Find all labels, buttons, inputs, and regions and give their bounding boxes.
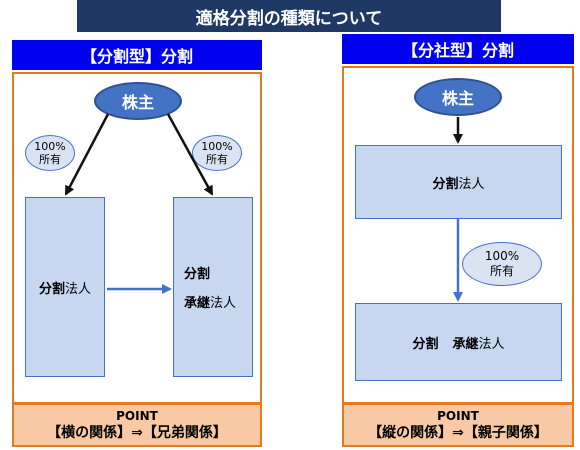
- right-point-text: 【縦の関係】⇒【親子関係】: [368, 424, 548, 441]
- left-ownership-label-left: 100% 所有: [25, 135, 75, 171]
- left-panel-header: 【分割型】分割: [12, 40, 262, 70]
- right-panel-header: 【分社型】分割: [342, 34, 574, 64]
- left-point-text: 【横の関係】⇒【兄弟関係】: [47, 424, 227, 441]
- corp-label-part1: 分割: [38, 281, 65, 297]
- right-ownership-label: 100% 所有: [462, 242, 542, 286]
- corp-label-part3: 法人: [478, 336, 505, 352]
- page-title: 適格分割の種類について: [77, 0, 501, 32]
- right-successor-corporation: 分割 承継 法人: [355, 303, 562, 381]
- ownership-text: 所有: [39, 153, 61, 166]
- ownership-text: 所有: [489, 264, 514, 278]
- right-point-title: POINT: [437, 408, 479, 423]
- ownership-percent: 100%: [201, 140, 233, 153]
- left-successor-corporation: 分割 承継法人: [173, 197, 253, 377]
- left-point-title: POINT: [116, 408, 158, 423]
- corp-label-part1: 分割: [432, 176, 459, 192]
- left-ownership-arrow-right: [166, 113, 214, 196]
- corp-label-line2b: 法人: [210, 296, 237, 311]
- left-split-corporation: 分割 法人: [25, 197, 105, 377]
- left-shareholder-node: 株主: [94, 82, 182, 120]
- corp-label-part2: 法人: [65, 281, 92, 297]
- right-point-box: POINT 【縦の関係】⇒【親子関係】: [342, 403, 574, 447]
- corp-label-line2a: 承継: [184, 296, 211, 311]
- ownership-text: 所有: [206, 153, 228, 166]
- right-split-corporation: 分割 法人: [355, 145, 562, 219]
- corp-label-part2: 法人: [458, 176, 485, 192]
- corp-label-part2: 承継: [452, 336, 479, 352]
- corp-label-part1: 分割: [412, 336, 439, 352]
- left-point-box: POINT 【横の関係】⇒【兄弟関係】: [12, 403, 262, 447]
- corp-label-line1: 分割: [184, 267, 211, 282]
- ownership-percent: 100%: [484, 249, 520, 263]
- left-ownership-label-right: 100% 所有: [192, 135, 242, 171]
- right-shareholder-node: 株主: [414, 78, 502, 116]
- ownership-percent: 100%: [34, 140, 66, 153]
- left-ownership-arrow-left: [64, 113, 110, 196]
